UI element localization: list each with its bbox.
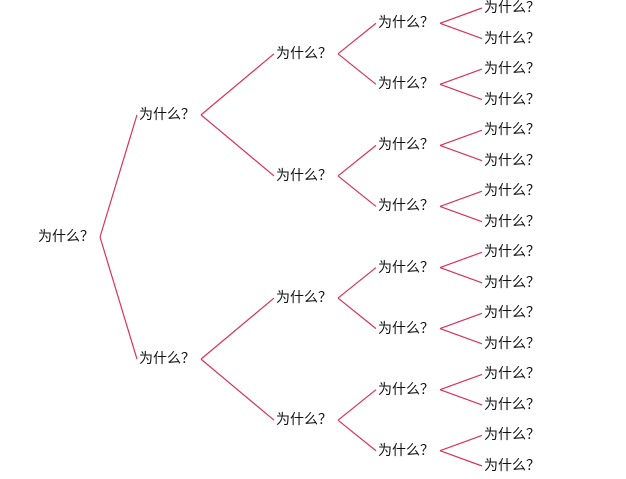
link-line	[337, 175, 377, 207]
branch-node-level-1: 为什么？	[139, 106, 195, 123]
link-line	[439, 144, 483, 162]
leaf-node: 为什么？	[484, 183, 540, 200]
link-line	[439, 205, 483, 223]
link-line	[439, 251, 483, 269]
leaf-node: 为什么？	[484, 427, 540, 444]
leaf-node: 为什么？	[484, 396, 540, 413]
link-line	[439, 312, 483, 330]
leaf-node: 为什么？	[484, 458, 540, 474]
link-line	[439, 266, 483, 284]
link-line	[439, 83, 483, 101]
link-line	[99, 236, 138, 360]
link-line	[200, 297, 275, 360]
leaf-node: 为什么？	[484, 274, 540, 291]
link-line	[337, 144, 377, 177]
link-line	[337, 419, 377, 452]
link-line	[439, 129, 483, 146]
leaf-node: 为什么？	[484, 305, 540, 322]
link-line	[337, 53, 377, 85]
branch-node-level-3: 为什么？	[378, 259, 434, 276]
link-line	[439, 389, 483, 406]
link-line	[439, 7, 483, 24]
link-line	[99, 114, 138, 238]
leaf-node: 为什么？	[484, 244, 540, 261]
branch-node-level-3: 为什么？	[378, 442, 434, 459]
leaf-node: 为什么？	[484, 213, 540, 230]
branch-node-level-1: 为什么？	[139, 351, 195, 368]
link-line	[439, 434, 483, 452]
link-line	[439, 373, 483, 391]
link-line	[439, 68, 483, 85]
branch-node-level-3: 为什么？	[378, 137, 434, 154]
branch-node-level-2: 为什么？	[276, 412, 332, 429]
link-line	[337, 267, 377, 299]
link-line	[337, 297, 377, 330]
branch-node-level-2: 为什么？	[276, 290, 332, 307]
leaf-node: 为什么？	[484, 61, 540, 78]
branch-node-level-3: 为什么？	[378, 381, 434, 398]
link-line	[337, 389, 377, 421]
leaf-node: 为什么？	[484, 366, 540, 383]
leaf-node: 为什么？	[484, 91, 540, 108]
branch-node-level-3: 为什么？	[378, 320, 434, 337]
link-line	[439, 22, 483, 40]
link-line	[337, 22, 377, 55]
link-line	[200, 53, 275, 116]
leaf-node: 为什么？	[484, 0, 540, 16]
link-line	[439, 450, 483, 467]
leaf-node: 为什么？	[484, 122, 540, 139]
link-line	[439, 328, 483, 345]
leaf-node: 为什么？	[484, 152, 540, 169]
root-node: 为什么？	[38, 229, 94, 245]
branch-node-level-2: 为什么？	[276, 45, 332, 62]
leaf-node: 为什么？	[484, 335, 540, 352]
leaf-node: 为什么？	[484, 30, 540, 47]
branch-node-level-3: 为什么？	[378, 198, 434, 215]
branch-node-level-3: 为什么？	[378, 76, 434, 93]
branch-node-level-2: 为什么？	[276, 167, 332, 184]
branch-node-level-3: 为什么？	[378, 15, 434, 32]
link-line	[200, 114, 275, 177]
link-line	[200, 358, 275, 421]
link-line	[439, 190, 483, 208]
